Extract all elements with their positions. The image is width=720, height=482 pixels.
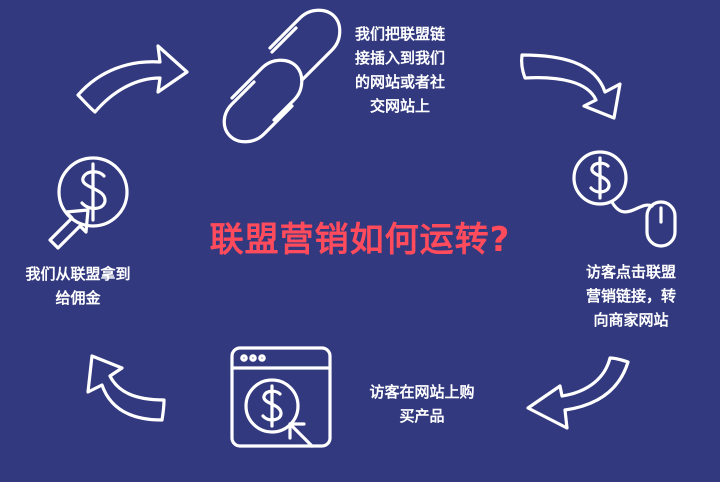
arrow-bottom-right-icon [526, 356, 630, 430]
step-4-line-1: 我们从联盟拿到 [25, 265, 131, 283]
arrow-bottom-left-icon [86, 354, 166, 422]
dollar-cursor-icon [48, 156, 129, 250]
chain-link-icon [222, 8, 342, 144]
step-text-visitor-clicks: 访客点击联盟 营销链接，转 向商家网站 [558, 260, 704, 332]
step-3-line-1: 访客在网站上购 [369, 383, 475, 401]
diagram-title: 联盟营销如何运转? [209, 220, 511, 260]
step-3-line-2: 买产品 [399, 407, 445, 425]
step-2-line-3: 向商家网站 [593, 311, 669, 329]
step-text-visitor-buys: 访客在网站上购 买产品 [352, 380, 492, 428]
step-2-line-1: 访客点击联盟 [585, 263, 676, 281]
step-1-line-1: 我们把联盟链 [354, 25, 445, 43]
step-1-line-2: 接插入到我们 [354, 49, 445, 67]
step-text-insert-links: 我们把联盟链 接插入到我们 的网站或者社 交网站上 [340, 22, 460, 118]
dollar-browser-icon [230, 346, 332, 448]
step-4-line-2: 给佣金 [55, 289, 101, 307]
step-1-line-4: 交网站上 [369, 97, 430, 115]
step-text-earn-commission: 我们从联盟拿到 给佣金 [8, 262, 148, 310]
arrow-top-left-icon [76, 44, 189, 114]
step-1-line-3: 的网站或者社 [354, 73, 445, 91]
step-2-line-2: 营销链接，转 [585, 287, 676, 305]
arrow-top-right-icon [520, 53, 622, 120]
dollar-mouse-icon [572, 150, 677, 248]
